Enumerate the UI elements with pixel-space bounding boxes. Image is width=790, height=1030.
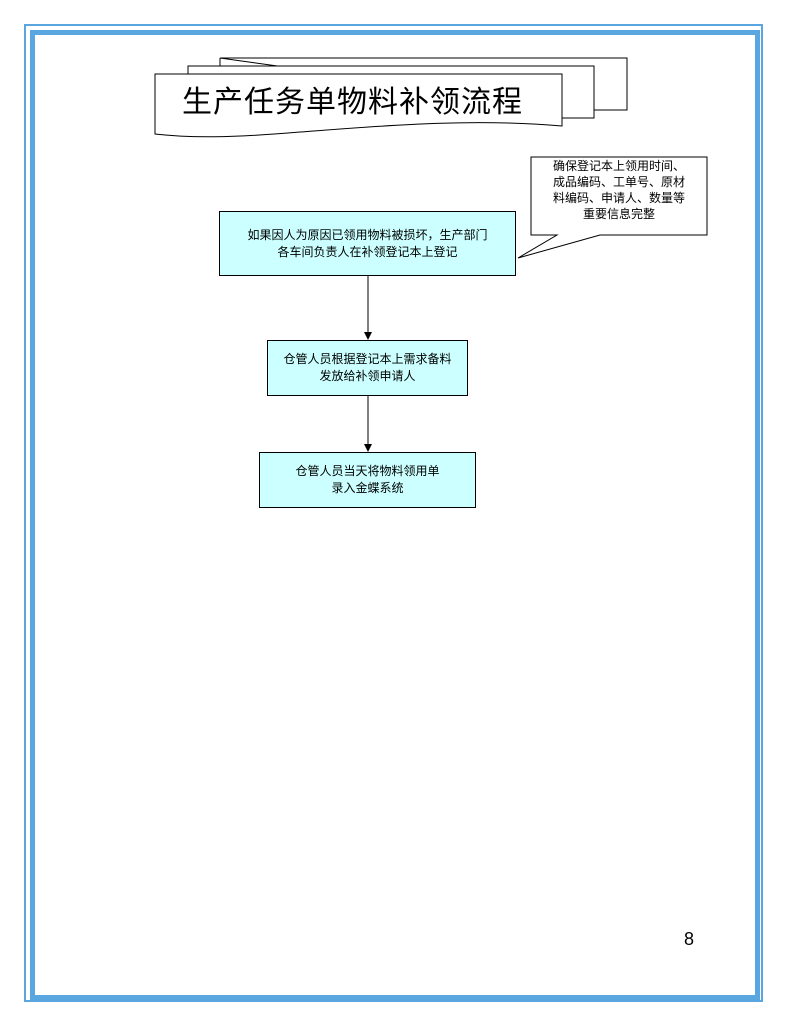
callout-note: 确保登记本上领用时间、 成品编码、工单号、原材 料编码、申请人、数量等 重要信息… xyxy=(531,158,707,222)
step-line: 发放给补领申请人 xyxy=(319,369,416,383)
callout-line: 重要信息完整 xyxy=(582,207,655,221)
arrow-down-icon xyxy=(364,332,372,340)
callout-line: 确保登记本上领用时间、 xyxy=(552,159,685,173)
title-front-sheet xyxy=(154,73,563,138)
callout-line: 料编码、申请人、数量等 xyxy=(552,191,685,205)
step-line: 录入金蝶系统 xyxy=(331,481,404,495)
step-line: 仓管人员根据登记本上需求备料 xyxy=(283,352,452,366)
page-frame-inner xyxy=(30,30,760,1000)
callout-line: 成品编码、工单号、原材 xyxy=(552,175,685,189)
page-frame-outer xyxy=(24,24,763,1002)
callout-shape xyxy=(517,156,708,259)
flow-step-prepare-materials: 仓管人员根据登记本上需求备料 发放给补领申请人 xyxy=(267,340,468,396)
page-number: 8 xyxy=(684,929,695,949)
step-line: 如果因人为原因已领用物料被损坏，生产部门 xyxy=(247,227,488,242)
step-line: 仓管人员当天将物料领用单 xyxy=(295,464,440,478)
step-line: 各车间负责人在补领登记本上登记 xyxy=(277,244,458,259)
flow-step-enter-system: 仓管人员当天将物料领用单 录入金蝶系统 xyxy=(259,452,476,508)
arrow-down-icon xyxy=(364,444,372,452)
page-title: 生产任务单物料补领流程 xyxy=(182,85,523,120)
flow-step-register: 如果因人为原因已领用物料被损坏，生产部门 各车间负责人在补领登记本上登记 xyxy=(219,211,516,276)
